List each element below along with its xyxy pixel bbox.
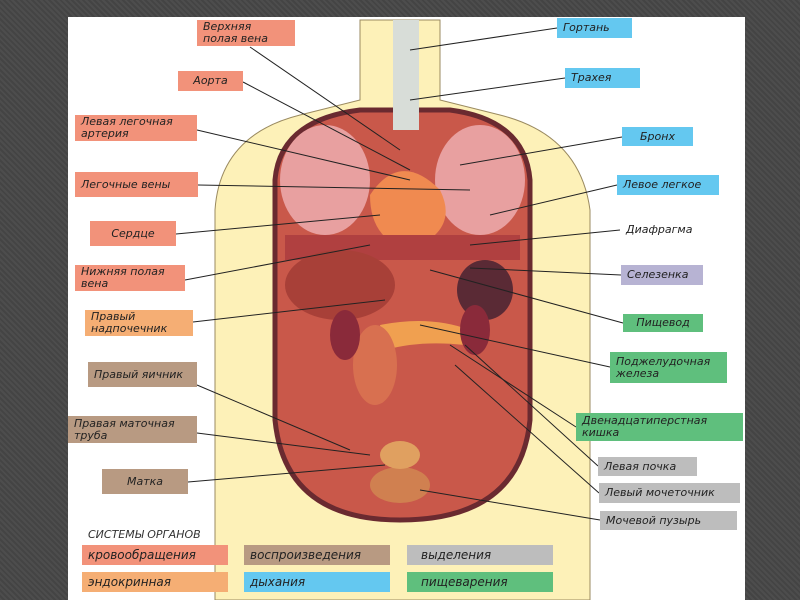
label-trachea: Трахея (565, 68, 640, 88)
label-larynx: Гортань (557, 18, 632, 38)
pancreas (380, 321, 470, 350)
leader-lines (175, 27, 624, 521)
legend-title: СИСТЕМЫ ОРГАНОВ (88, 528, 201, 541)
label-right-fallopian-tube: Правая маточная труба (68, 416, 197, 443)
label-aorta: Аорта (178, 71, 243, 91)
label-bronchus: Бронх (622, 127, 693, 146)
label-left-lung: Левое легкое (617, 175, 719, 195)
legend-endocrine: эндокринная (82, 572, 228, 592)
label-superior-vena-cava: Верхняя полая вена (197, 20, 295, 46)
label-uterus: Матка (102, 469, 188, 494)
label-right-adrenal: Правый надпочечник (85, 310, 193, 336)
spleen (457, 260, 513, 320)
label-left-pulmonary-artery: Левая легочная артерия (75, 115, 197, 141)
intestine (353, 325, 397, 405)
label-esophagus: Пищевод (623, 314, 703, 332)
right-lung (280, 125, 370, 235)
legend-reproductive: воспроизведения (244, 545, 390, 565)
legend-excretory: выделения (407, 545, 553, 565)
label-diaphragm: Диафрагма (620, 221, 710, 238)
label-spleen: Селезенка (621, 265, 703, 285)
label-left-ureter: Левый мочеточник (599, 483, 740, 503)
label-pulmonary-veins: Легочные вены (75, 172, 198, 197)
kidney-left (460, 305, 490, 355)
trachea (393, 20, 419, 130)
legend-digestive: пищеварения (407, 572, 553, 592)
left-lung (435, 125, 525, 235)
bladder (370, 467, 430, 503)
uterus (380, 441, 420, 469)
kidney-right (330, 310, 360, 360)
label-pancreas: Поджелудочная железа (610, 352, 727, 383)
label-heart: Сердце (90, 221, 176, 246)
label-left-kidney: Левая почка (598, 457, 697, 476)
label-inferior-vena-cava: Нижняя полая вена (75, 265, 185, 291)
label-duodenum: Двенадцатиперстная кишка (576, 413, 743, 441)
legend-circulatory: кровообращения (82, 545, 228, 565)
heart (370, 171, 446, 250)
legend-respiratory: дыхания (244, 572, 390, 592)
label-right-ovary: Правый яичник (88, 362, 197, 387)
label-bladder: Мочевой пузырь (600, 511, 737, 530)
